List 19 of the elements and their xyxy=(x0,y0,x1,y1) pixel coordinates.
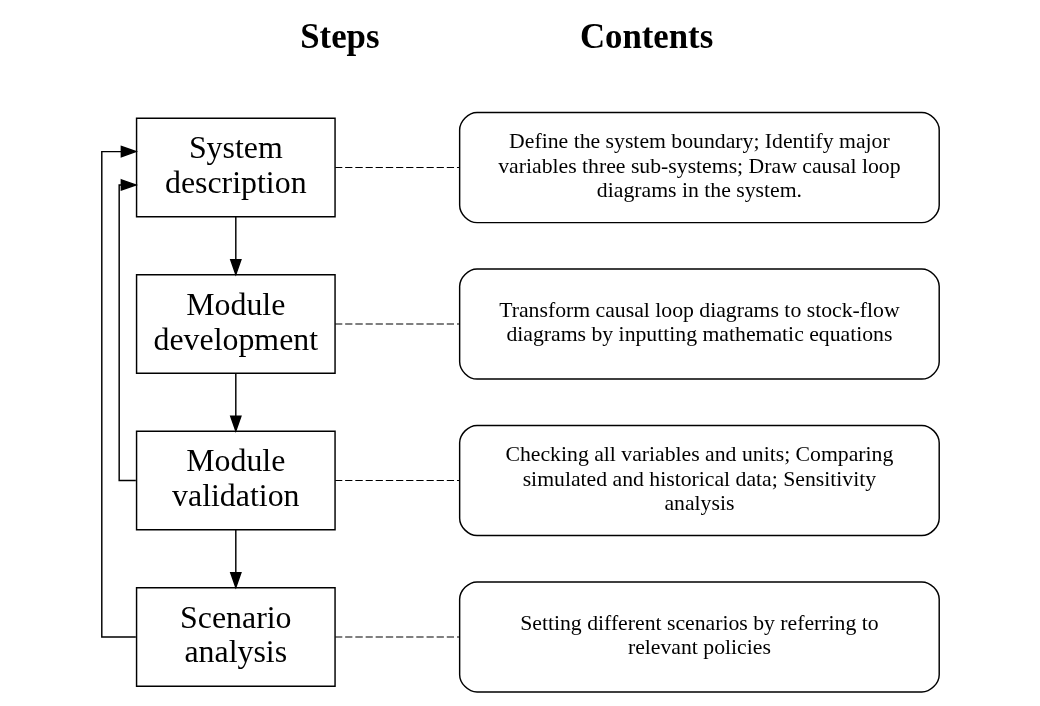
arrow xyxy=(229,216,242,277)
arrow xyxy=(229,372,242,433)
node-box: System description xyxy=(135,117,336,218)
label: Steps xyxy=(299,16,379,56)
node-box: Define the system boundary; Identify major variables three sub-systems; Draw causal loop diagrams in the system. xyxy=(458,111,940,224)
node-box: Setting different scenarios by referring to relevant policies xyxy=(458,581,940,693)
arrow xyxy=(229,529,242,590)
arrow xyxy=(100,145,138,638)
label: Contents xyxy=(579,16,713,56)
node-box: Transform causal loop diagrams to stock-flow diagrams by inputting mathematic equations xyxy=(458,268,940,380)
connector xyxy=(334,636,460,638)
node-box: Module validation xyxy=(135,430,336,531)
arrow xyxy=(117,178,138,482)
node-box: Checking all variables and units; Comparing simulated and historical data; Sensitivity analysis xyxy=(458,424,940,537)
node-box: Scenario analysis xyxy=(135,587,336,687)
connector xyxy=(334,480,460,481)
node-box: Module development xyxy=(135,274,336,374)
connector xyxy=(334,323,460,325)
connector xyxy=(334,167,460,169)
